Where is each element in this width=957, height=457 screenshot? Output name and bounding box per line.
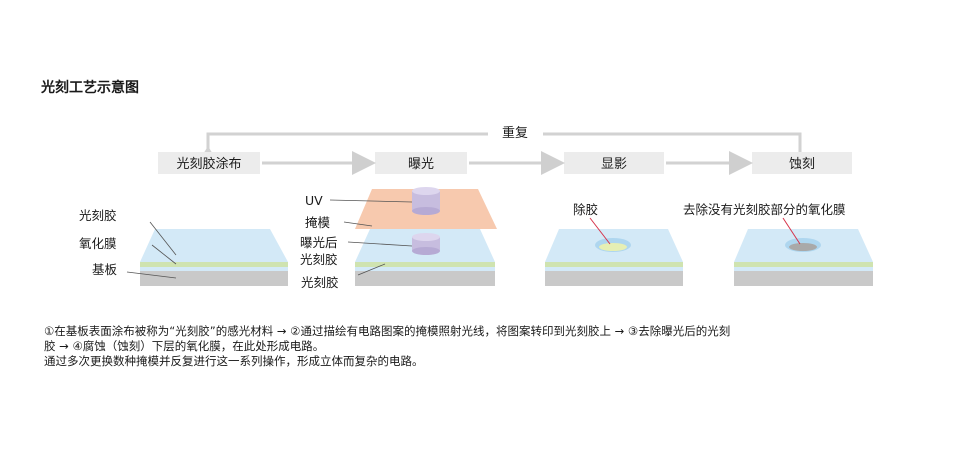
exposed-region: [412, 233, 440, 255]
step-box-coat: 光刻胶涂布: [158, 152, 260, 174]
page-title: 光刻工艺示意图: [41, 80, 139, 96]
label-mask: 掩模: [305, 215, 331, 230]
wafer-exposed-pointers: [329, 199, 413, 276]
uv-light-icon: [412, 187, 440, 215]
label-uv: UV: [305, 193, 323, 208]
label-photoresist: 光刻胶: [79, 208, 117, 223]
step-label-etch: 蚀刻: [789, 157, 815, 172]
wafer-developed: [545, 229, 683, 286]
lithography-diagram: 重复 光刻胶涂布 曝光 显影 蚀刻 光刻胶 氧化膜 基板: [79, 125, 873, 290]
pointer-etch: [782, 217, 801, 245]
wafer-etched: [734, 229, 873, 286]
step-box-etch: 蚀刻: [752, 152, 852, 174]
label-exposed-photoresist-2: 光刻胶: [300, 252, 338, 267]
repeat-loop: 重复: [196, 125, 802, 170]
pointer-resist-removal: [589, 217, 611, 245]
process-description: ①在基板表面涂布被称为“光刻胶”的感光材料 → ②通过描绘有电路图案的掩模照射光…: [44, 324, 914, 369]
label-oxide-film: 氧化膜: [79, 236, 117, 251]
step-box-develop: 显影: [564, 152, 664, 174]
description-line-1: ①在基板表面涂布被称为“光刻胶”的感光材料 → ②通过描绘有电路图案的掩模照射光…: [44, 324, 731, 338]
label-substrate: 基板: [92, 262, 118, 277]
description-line-2: 胶 → ④腐蚀（蚀刻）下层的氧化膜，在此处形成电路。: [44, 339, 325, 353]
step-label-coat: 光刻胶涂布: [176, 156, 241, 172]
step-box-expose: 曝光: [375, 152, 467, 174]
label-exposed-photoresist-1: 曝光后: [300, 235, 338, 250]
label-resist-removal: 除胶: [573, 202, 598, 217]
label-remove-oxide: 去除没有光刻胶部分的氧化膜: [683, 202, 846, 217]
label-photoresist-2: 光刻胶: [301, 275, 339, 290]
description-line-3: 通过多次更换数种掩模并反复进行这一系列操作，形成立体而复杂的电路。: [44, 354, 424, 368]
wafer-coated: [140, 229, 288, 286]
step-label-develop: 显影: [601, 157, 627, 172]
step-label-expose: 曝光: [408, 157, 434, 172]
wafer-coated-pointers: [126, 221, 177, 279]
repeat-label: 重复: [502, 125, 528, 141]
